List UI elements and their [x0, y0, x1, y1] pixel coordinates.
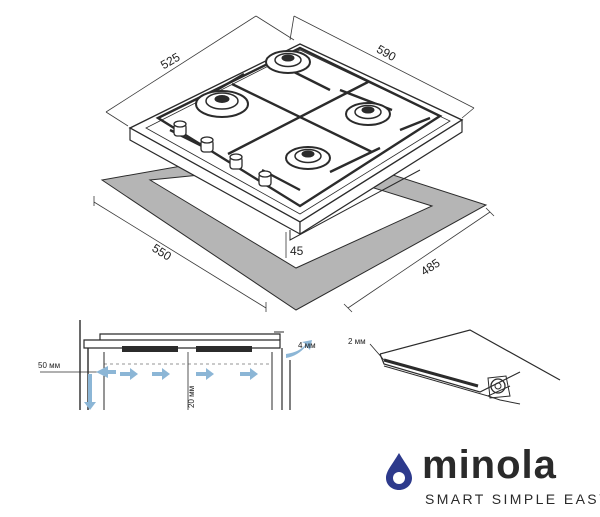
control-knobs: [173, 120, 272, 187]
label-side-clearance: 50 мм: [38, 361, 60, 370]
label-front-gap: 4 мм: [298, 341, 316, 350]
brand-slogan: SMART SIMPLE EASY: [425, 491, 600, 507]
dimension-lines-cutout: [93, 196, 495, 313]
knob-3: [229, 153, 243, 170]
burner-left: [195, 90, 249, 118]
burner-front: [285, 146, 331, 170]
dimension-lines-hob: [105, 15, 475, 258]
burners: [195, 50, 391, 170]
label-seal-thickness: 2 мм: [348, 337, 366, 346]
knob-1: [173, 120, 187, 137]
dimension-label-depth: 525: [158, 50, 183, 72]
dimension-label-height: 45: [290, 244, 304, 258]
burner-right: [345, 102, 391, 126]
drop-icon: [386, 453, 412, 490]
brand-name: minola: [422, 443, 557, 487]
label-bottom-clearance: 20 мм: [187, 386, 196, 408]
knob-4: [258, 170, 272, 187]
seal-detail: [369, 329, 561, 405]
knob-2: [200, 136, 214, 153]
hob-body: [128, 43, 464, 241]
airflow-arrows: [84, 340, 312, 410]
brand-block: minola SMART SIMPLE EASY: [376, 443, 600, 513]
dimension-label-width: 590: [374, 42, 399, 64]
burner-rear: [265, 50, 311, 74]
dimension-label-cutout-depth: 485: [418, 256, 443, 279]
installation-section: [40, 320, 291, 410]
dimension-label-cutout-width: 550: [149, 241, 174, 264]
